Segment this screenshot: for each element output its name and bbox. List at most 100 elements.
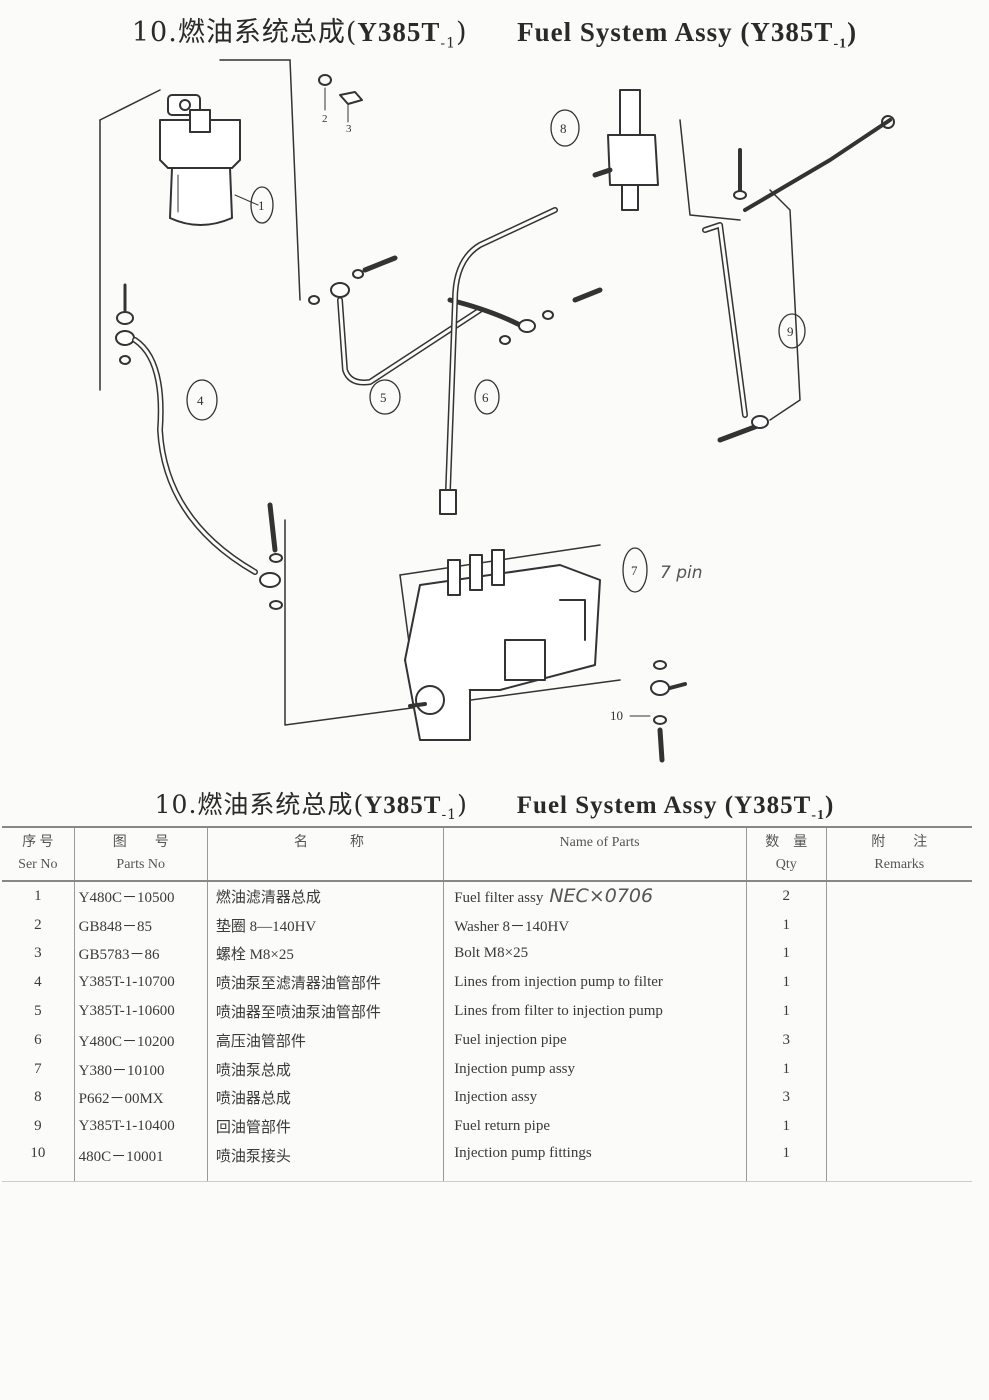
cell-remarks	[825, 939, 972, 969]
cell-name-en-text: Lines from filter to injection pump	[454, 1003, 663, 1020]
fuel-return-pipe	[702, 115, 895, 443]
cell-ser-no-text: 9	[34, 1118, 42, 1135]
cell-name-cn-text: 螺栓 M8×25	[215, 947, 294, 964]
callout-5	[369, 379, 401, 415]
cell-ser-no-text: 8	[34, 1089, 42, 1106]
cell-part-no-text: Y480C－10200	[78, 1033, 175, 1050]
cell-name-en: Washer 8－140HV	[443, 910, 747, 940]
cell-part-no: GB848－85	[73, 910, 208, 940]
cell-name-cn: 垫圈 8—140HV	[206, 910, 444, 940]
cell-name-cn: 喷油泵接头	[206, 1141, 444, 1183]
callout-label-1: 1	[258, 198, 265, 213]
cell-qty-text: 1	[782, 945, 791, 962]
cell-qty-text: 2	[782, 887, 791, 904]
cell-remarks	[825, 1054, 972, 1084]
cell-name-cn-text: 回油管部件	[215, 1120, 291, 1137]
cell-ser-no-text: 6	[34, 1031, 42, 1048]
cell-name-cn: 喷油器至喷油泵油管部件	[206, 997, 444, 1026]
table-title-model: Y385T	[364, 792, 442, 819]
cell-name-en: Bolt M8×25	[443, 939, 747, 969]
cell-name-cn: 喷油泵总成	[206, 1054, 444, 1084]
table-title-en-model: Y385T	[734, 792, 812, 819]
page-title: 10.燃油系统总成(Y385T-1) Fuel System Assy (Y38…	[131, 17, 858, 52]
cell-qty: 1	[745, 968, 827, 998]
title-model: Y385T	[357, 17, 441, 47]
cell-qty: 3	[745, 1083, 827, 1113]
title-en-text: Fuel System Assy	[517, 17, 733, 47]
cell-ser-no: 4	[2, 968, 74, 997]
fuel-injection-pipe	[439, 207, 558, 515]
cell-qty: 2	[745, 881, 827, 911]
fuel-system-exploded-diagram: 1 2 3 4 5 6 7 8 9 10 7 pin	[99, 59, 895, 763]
cell-qty: 1	[745, 1112, 827, 1142]
cell-part-no: P662－00MX	[73, 1083, 208, 1113]
title-cn: 燃油系统总成	[177, 17, 346, 48]
cell-name-en: Fuel return pipe	[443, 1112, 747, 1142]
cell-name-en-text: Fuel filter assy	[454, 890, 544, 907]
cell-name-en: Lines from filter to injection pump	[443, 997, 747, 1026]
cell-name-cn: 燃油滤清器总成	[206, 881, 444, 911]
title-en: Fuel System Assy (Y385T-1)	[517, 17, 858, 52]
table-title-cn: 燃油系统总成	[197, 790, 354, 819]
title-number: 10.	[131, 17, 178, 48]
header-ser-en: Ser No	[18, 857, 58, 872]
cell-name-en-text: Washer 8－140HV	[454, 918, 570, 935]
cell-part-no: Y385T-1-10600	[73, 997, 208, 1026]
header-name-en: Name of Parts	[443, 826, 747, 882]
cell-remarks	[825, 968, 972, 998]
cell-part-no-text: 480C－10001	[78, 1149, 164, 1166]
callout-label-2: 2	[322, 113, 328, 125]
callout-7	[622, 547, 648, 593]
cell-part-no-text: Y385T-1-10700	[78, 974, 175, 991]
cell-part-no: 480C－10001	[73, 1141, 208, 1183]
cell-ser-no-text: 10	[30, 1145, 46, 1162]
cell-remarks	[825, 1025, 972, 1055]
washer-bolt-top	[318, 74, 363, 123]
cell-name-en: Fuel injection pipe	[443, 1025, 747, 1055]
cell-name-en: Injection assy	[443, 1083, 747, 1113]
cell-part-no-text: Y385T-1-10600	[78, 1003, 175, 1020]
cell-remarks	[825, 881, 972, 911]
cell-ser-no: 3	[2, 940, 74, 969]
cell-part-no: Y480C－10200	[73, 1025, 208, 1055]
callout-4	[186, 379, 218, 421]
callout-label-4: 4	[197, 393, 204, 408]
cell-name-cn-text: 喷油泵总成	[215, 1062, 291, 1079]
callout-label-6: 6	[482, 390, 489, 405]
cell-name-cn: 喷油泵至滤清器油管部件	[206, 968, 444, 998]
cell-name-cn: 螺栓 M8×25	[206, 939, 444, 969]
cell-ser-no-text: 7	[34, 1060, 42, 1077]
table-title-en-model-sub: -1	[811, 808, 825, 823]
cell-remarks	[825, 997, 972, 1026]
header-name-cn: 名 称	[206, 826, 444, 882]
callout-label-3: 3	[346, 123, 352, 135]
cell-qty: 1	[745, 910, 827, 940]
cell-name-en: Injection pump fittings	[443, 1141, 747, 1183]
cell-qty: 1	[745, 997, 827, 1026]
cell-qty-text: 3	[782, 1031, 791, 1048]
cell-ser-no: 6	[2, 1026, 74, 1055]
cell-qty-text: 1	[782, 1060, 791, 1077]
table-title-en: Fuel System Assy (Y385T-1)	[516, 792, 835, 823]
header-rem-en: Remarks	[874, 857, 925, 872]
cell-remarks	[825, 910, 972, 940]
cell-remarks	[825, 1083, 972, 1113]
cell-part-no-text: GB848－85	[78, 918, 152, 935]
callout-label-8: 8	[560, 121, 567, 136]
injection-pump-fittings	[629, 660, 687, 763]
header-name-cn-text: 名 称	[294, 835, 364, 850]
cell-remarks	[825, 1141, 972, 1183]
callout-label-5: 5	[380, 390, 387, 405]
callout-label-9: 9	[787, 324, 794, 339]
